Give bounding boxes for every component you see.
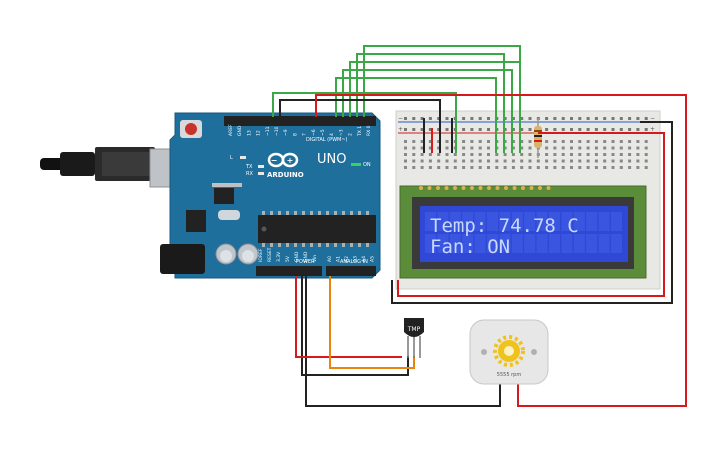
arduino-board[interactable]: − + ARDUINO UNO L TX RX ON DIGITAL (PWM~… bbox=[160, 112, 381, 279]
pin-label: IOREF bbox=[258, 248, 264, 262]
pin-label: 3.3V bbox=[276, 251, 282, 262]
pin-label: 2 bbox=[348, 133, 354, 136]
breadboard-holes bbox=[404, 117, 648, 169]
power-label: POWER bbox=[296, 259, 315, 265]
pin-label: RX 0 bbox=[366, 125, 372, 136]
pin-label: 4 bbox=[329, 133, 335, 136]
led-tx-label: TX bbox=[245, 164, 253, 170]
pin-label: AREF bbox=[228, 124, 234, 136]
led-l-label: L bbox=[230, 155, 233, 161]
dc-motor-fan[interactable]: 5555 rpm bbox=[469, 319, 549, 385]
green-wires[interactable] bbox=[272, 45, 521, 153]
orange-wire[interactable] bbox=[329, 276, 415, 369]
pin-label: 12 bbox=[256, 130, 262, 136]
lcd-character-cells bbox=[425, 212, 622, 253]
pin-label: TX 1 bbox=[357, 126, 363, 137]
pin-label: A3 bbox=[353, 256, 359, 262]
pin-label: 13 bbox=[246, 130, 252, 136]
digital-header bbox=[224, 116, 376, 126]
svg-text:+: + bbox=[398, 126, 403, 133]
pin-label: ~3 bbox=[338, 129, 344, 136]
pin-label: 8 bbox=[292, 133, 298, 136]
pin-label: A1 bbox=[336, 256, 342, 262]
pin-label: ~10 bbox=[274, 126, 280, 136]
red-wires[interactable] bbox=[295, 94, 687, 407]
analog-label: ANALOG IN bbox=[340, 259, 368, 265]
pin-label: 5V bbox=[285, 255, 291, 262]
pin-label: ~6 bbox=[311, 129, 317, 136]
pin-label: ~5 bbox=[320, 129, 326, 136]
led-rx-label: RX bbox=[246, 171, 253, 177]
black-wires[interactable] bbox=[279, 99, 673, 407]
pin-label: A5 bbox=[370, 256, 376, 262]
lcd-line-2: Fan: ON bbox=[430, 236, 510, 258]
power-header bbox=[256, 266, 322, 276]
svg-text:+: + bbox=[650, 126, 655, 133]
pin-label: GND bbox=[237, 125, 243, 136]
svg-text:−: − bbox=[398, 115, 403, 122]
pin-label: A4 bbox=[361, 256, 367, 262]
arduino-logo: − + bbox=[267, 152, 299, 168]
svg-text:−: − bbox=[271, 156, 278, 165]
temperature-sensor[interactable]: TMP bbox=[404, 318, 424, 358]
model-label: UNO bbox=[317, 152, 346, 167]
svg-text:+: + bbox=[287, 156, 294, 165]
pin-label: ~9 bbox=[283, 129, 289, 136]
lcd-header-pins bbox=[419, 186, 551, 190]
pin-label: A2 bbox=[344, 256, 350, 262]
pin-label: 7 bbox=[302, 133, 308, 136]
power-jack[interactable] bbox=[160, 244, 205, 274]
pin-label: GND bbox=[303, 251, 309, 262]
lcd-line-1: Temp: 74.78 C bbox=[430, 215, 579, 237]
pin-label: ~11 bbox=[265, 126, 271, 136]
pin-label: A0 bbox=[327, 256, 333, 262]
pin-label: RESET bbox=[267, 247, 273, 262]
brand-label: ARDUINO bbox=[267, 171, 304, 179]
microcontroller-chip bbox=[258, 215, 376, 243]
sensor-label: TMP bbox=[407, 326, 421, 333]
on-label: ON bbox=[363, 162, 371, 168]
pin-label: Vin bbox=[312, 255, 318, 262]
fan-gear-icon bbox=[493, 335, 525, 367]
resistor[interactable] bbox=[534, 118, 542, 158]
fan-rpm-label: 5555 rpm bbox=[497, 372, 522, 378]
analog-header bbox=[326, 266, 376, 276]
svg-text:−: − bbox=[650, 115, 655, 122]
lcd-module[interactable]: Temp: 74.78 C Fan: ON bbox=[399, 185, 647, 279]
pin-label: GND bbox=[294, 251, 300, 262]
digital-label: DIGITAL (PWM~) bbox=[306, 137, 348, 143]
